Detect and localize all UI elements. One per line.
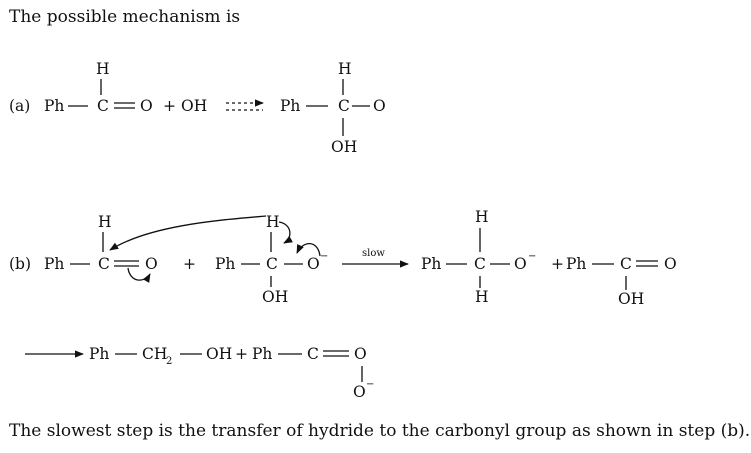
step-b-acid-oh: OH xyxy=(618,290,645,308)
step-c-carboxylate-o: O xyxy=(354,345,367,363)
intro-text: The possible mechanism is xyxy=(9,7,241,27)
step-c-carboxylate-o-minus: O xyxy=(353,383,366,401)
step-a-label: (a) xyxy=(9,97,31,115)
step-c-alcohol-subscript: 2 xyxy=(166,356,173,367)
conclusion-text: The slowest step is the transfer of hydr… xyxy=(9,421,751,441)
step-b-alkoxide-charge: − xyxy=(528,251,537,262)
step-b-label: (b) xyxy=(9,255,32,273)
step-c-alcohol-ch: CH xyxy=(142,345,168,363)
step-b-carbonyl-c: C xyxy=(98,255,110,273)
step-c-carboxylate-ph: Ph xyxy=(252,345,273,363)
step-a-right-o: O xyxy=(373,97,386,115)
step-b-intermediate-charge: − xyxy=(320,251,329,262)
step-c-alcohol-oh: OH xyxy=(206,345,233,363)
step-b-intermediate-ph: Ph xyxy=(215,255,236,273)
step-b-intermediate-o: O xyxy=(307,255,320,273)
step-b-alkoxide-h-top: H xyxy=(475,208,489,226)
step-a-left-c: C xyxy=(97,97,109,115)
step-a-plus: + xyxy=(163,97,176,115)
step-b-alkoxide-ph: Ph xyxy=(421,255,442,273)
step-b-intermediate-c: C xyxy=(266,255,278,273)
step-b-plus1: + xyxy=(183,255,196,273)
step-b-alkoxide-h-bottom: H xyxy=(475,288,489,306)
step-b-carbonyl-h: H xyxy=(98,213,112,231)
step-b-carbonyl-o: O xyxy=(145,255,158,273)
step-c-carboxylate-charge: − xyxy=(366,379,375,390)
step-b-intermediate-oh: OH xyxy=(262,288,289,306)
step-a-right-oh: OH xyxy=(331,138,358,156)
step-a-right-h: H xyxy=(338,60,352,78)
step-b-acid-c: C xyxy=(620,255,632,273)
step-c-carboxylate-c: C xyxy=(307,345,319,363)
step-b-carbonyl-ph: Ph xyxy=(44,255,65,273)
hydride-transfer-arrow xyxy=(109,215,267,251)
step-c-alcohol-ph: Ph xyxy=(89,345,110,363)
step-b-acid-o: O xyxy=(664,255,677,273)
step-b-alkoxide-c: C xyxy=(474,255,486,273)
step-a-right-ph: Ph xyxy=(280,97,301,115)
step-b-intermediate-h: H xyxy=(266,213,280,231)
step-b-arrow-label: slow xyxy=(362,248,385,259)
step-a-left-h: H xyxy=(96,60,110,78)
step-b-plus2: + xyxy=(551,255,564,273)
step-b-alkoxide-o: O xyxy=(514,255,527,273)
pi-bond-curl-arrow xyxy=(127,267,151,283)
step-b-acid-ph: Ph xyxy=(566,255,587,273)
ch-bond-curl-arrow xyxy=(278,221,293,244)
step-c-plus: + xyxy=(235,345,248,363)
step-a-right-c: C xyxy=(338,97,350,115)
o-minus-curl-arrow xyxy=(296,242,321,257)
step-a-left-ph: Ph xyxy=(44,97,65,115)
step-a-reagent: OH xyxy=(181,97,208,115)
step-a-left-o: O xyxy=(140,97,153,115)
